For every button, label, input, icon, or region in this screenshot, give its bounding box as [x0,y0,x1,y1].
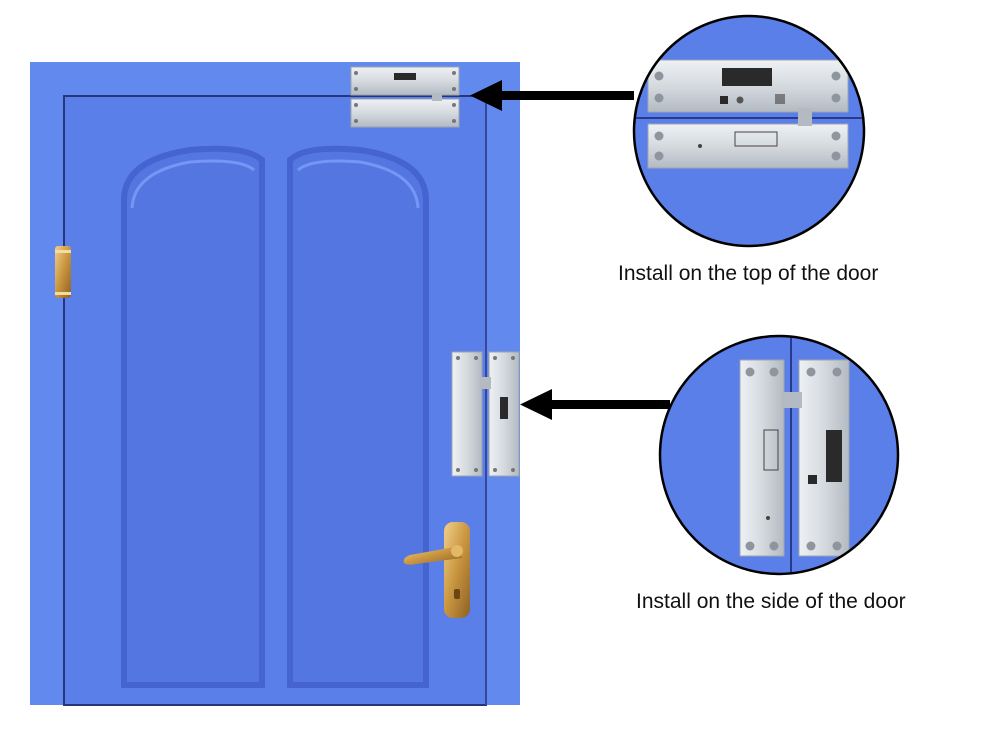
door [30,62,520,706]
zoom-circle-top [632,14,866,248]
lock-side-installed [451,351,520,477]
left-arrow-icon [520,389,670,420]
left-arrow-icon [470,80,634,111]
door-panel-right [287,145,429,688]
caption-install-side: Install on the side of the door [636,590,906,613]
door-handle [403,522,470,618]
door-panel-left [121,145,265,688]
caption-install-top: Install on the top of the door [618,262,879,285]
electric-bolt-lock-icon [739,359,850,557]
door-hinge [55,246,71,298]
electric-bolt-lock-icon [647,59,849,169]
zoom-circle-side [658,334,900,576]
lock-top-installed [350,66,460,128]
